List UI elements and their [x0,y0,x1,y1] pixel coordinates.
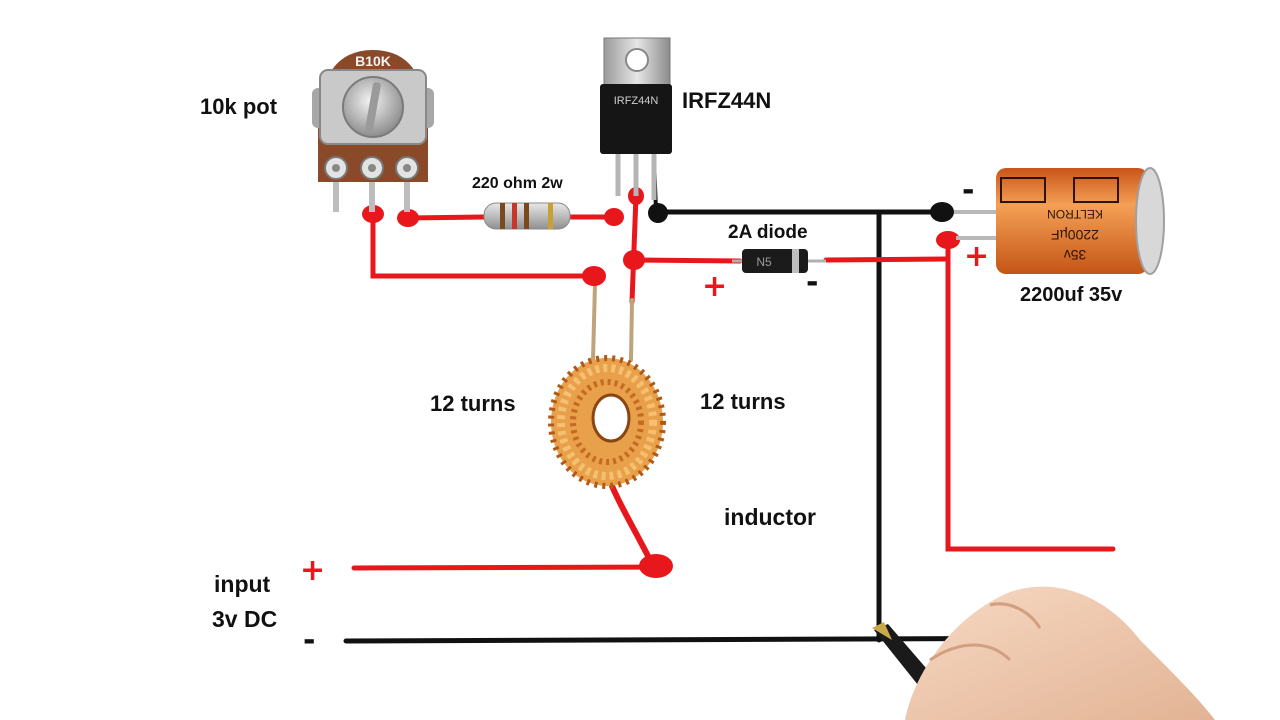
mosfet-icon: IRFZ44N [600,37,672,200]
turns-left-label: 12 turns [430,391,516,416]
drain-to-diode-wire [631,257,743,264]
resistor-icon [483,202,571,230]
resistor-label: 220 ohm 2w [472,175,563,192]
turns-right-label: 12 turns [700,389,786,414]
cap-negative-minus-sign: - [962,173,975,208]
input-voltage-label: 3v DC [212,606,278,632]
positive-wires [351,193,1116,571]
inductor-bottom-lead [609,483,651,559]
toroid-inductor-icon [548,355,666,489]
cap-marking-voltage: 35v [1064,247,1087,263]
hand-pen-icon [872,586,1215,720]
input-minus-sign: - [303,623,316,658]
pot-label: 10k pot [200,94,278,119]
cap-positive-plus-sign: + [964,239,990,274]
junction-dots [362,187,960,578]
positive-output-wire [945,237,1116,552]
diode-icon: N5 [732,249,826,273]
inductor-label: inductor [724,504,816,530]
diode-cathode-minus-sign: - [806,265,819,300]
mosfet-marking: IRFZ44N [614,95,659,107]
capacitor-icon: 35v 2200µF KELTRON [954,167,1165,275]
input-plus-sign: + [300,553,326,588]
input-label: input [214,571,271,597]
cap-marking-brand: KELTRON [1047,207,1103,221]
pot-marking: B10K [355,53,391,69]
coil-leads [591,282,634,362]
pot-to-coil-wire [370,211,597,279]
diode-to-cap-wire [823,256,949,263]
diode-label: 2A diode [728,222,808,243]
cap-marking-capacitance: 2200µF [1051,227,1099,243]
diode-anode-plus-sign: + [702,269,728,304]
potentiometer-icon: B10K [312,50,434,212]
pot-to-resistor-wire [405,214,487,221]
input-positive-wire [351,564,659,571]
diode-marking: N5 [756,255,772,269]
drain-vertical-wire [629,193,639,305]
capacitor-label: 2200uf 35v [1020,284,1123,306]
mosfet-label: IRFZ44N [682,88,772,113]
